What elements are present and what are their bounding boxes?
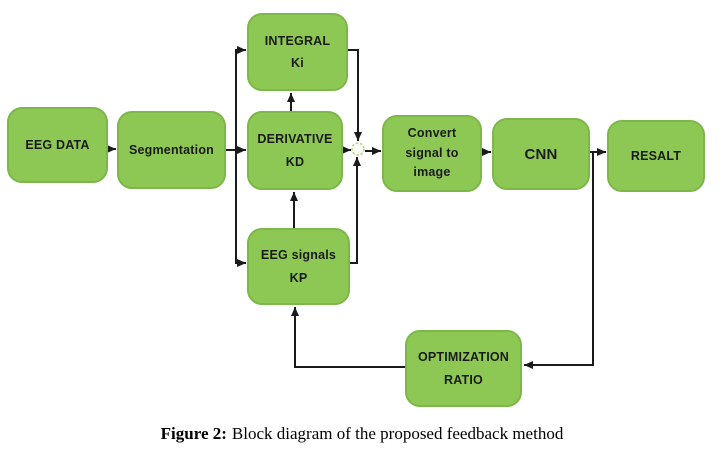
node-convert-signal-to-image: Convert signal to image: [382, 115, 482, 192]
node-label-line: signal to: [405, 145, 459, 160]
node-segmentation: Segmentation: [117, 111, 226, 189]
edge-feedback-to-optimization: [524, 152, 594, 369]
edge-integral-to-junction: [348, 49, 362, 141]
node-derivative-kd: DERIVATIVE KD: [247, 111, 343, 190]
node-label-line: OPTIMIZATION: [417, 350, 510, 364]
node-label-line: image: [413, 165, 451, 180]
node-eeg-signals-kp: EEG signals KP: [247, 228, 350, 305]
node-resalt: RESALT: [607, 120, 705, 192]
node-integral-ki: INTEGRAL Ki: [247, 13, 348, 91]
node-label-line: RATIO: [444, 372, 483, 387]
node-eeg-data: EEG DATA: [7, 107, 108, 183]
figure-caption-prefix: Figure 2:: [160, 424, 227, 443]
summing-junction: [351, 142, 365, 156]
edge-optimization-to-eegsignals: [291, 307, 405, 368]
figure-caption: Figure 2:Block diagram of the proposed f…: [0, 424, 724, 444]
node-label-line: EEG signals: [260, 248, 337, 262]
node-label-line: INTEGRAL: [264, 33, 331, 48]
figure-caption-text: Block diagram of the proposed feedback m…: [231, 424, 564, 443]
edge-branch-to-integral: [235, 46, 246, 150]
node-label-line: CNN: [524, 145, 558, 163]
edge-branch-to-eegsignals: [235, 150, 246, 267]
node-cnn: CNN: [492, 118, 590, 190]
node-label-line: Segmentation: [128, 142, 215, 157]
node-label-line: KP: [289, 270, 308, 285]
edge-eegsignals-to-junction: [350, 157, 361, 264]
node-label-line: DERIVATIVE: [257, 132, 333, 146]
node-label-line: EEG DATA: [25, 137, 90, 152]
node-label-line: Convert: [407, 126, 457, 141]
node-label-line: RESALT: [630, 148, 682, 163]
node-label-line: KD: [285, 154, 305, 169]
node-optimization-ratio: OPTIMIZATION RATIO: [405, 330, 522, 407]
node-label-line: Ki: [291, 56, 304, 70]
